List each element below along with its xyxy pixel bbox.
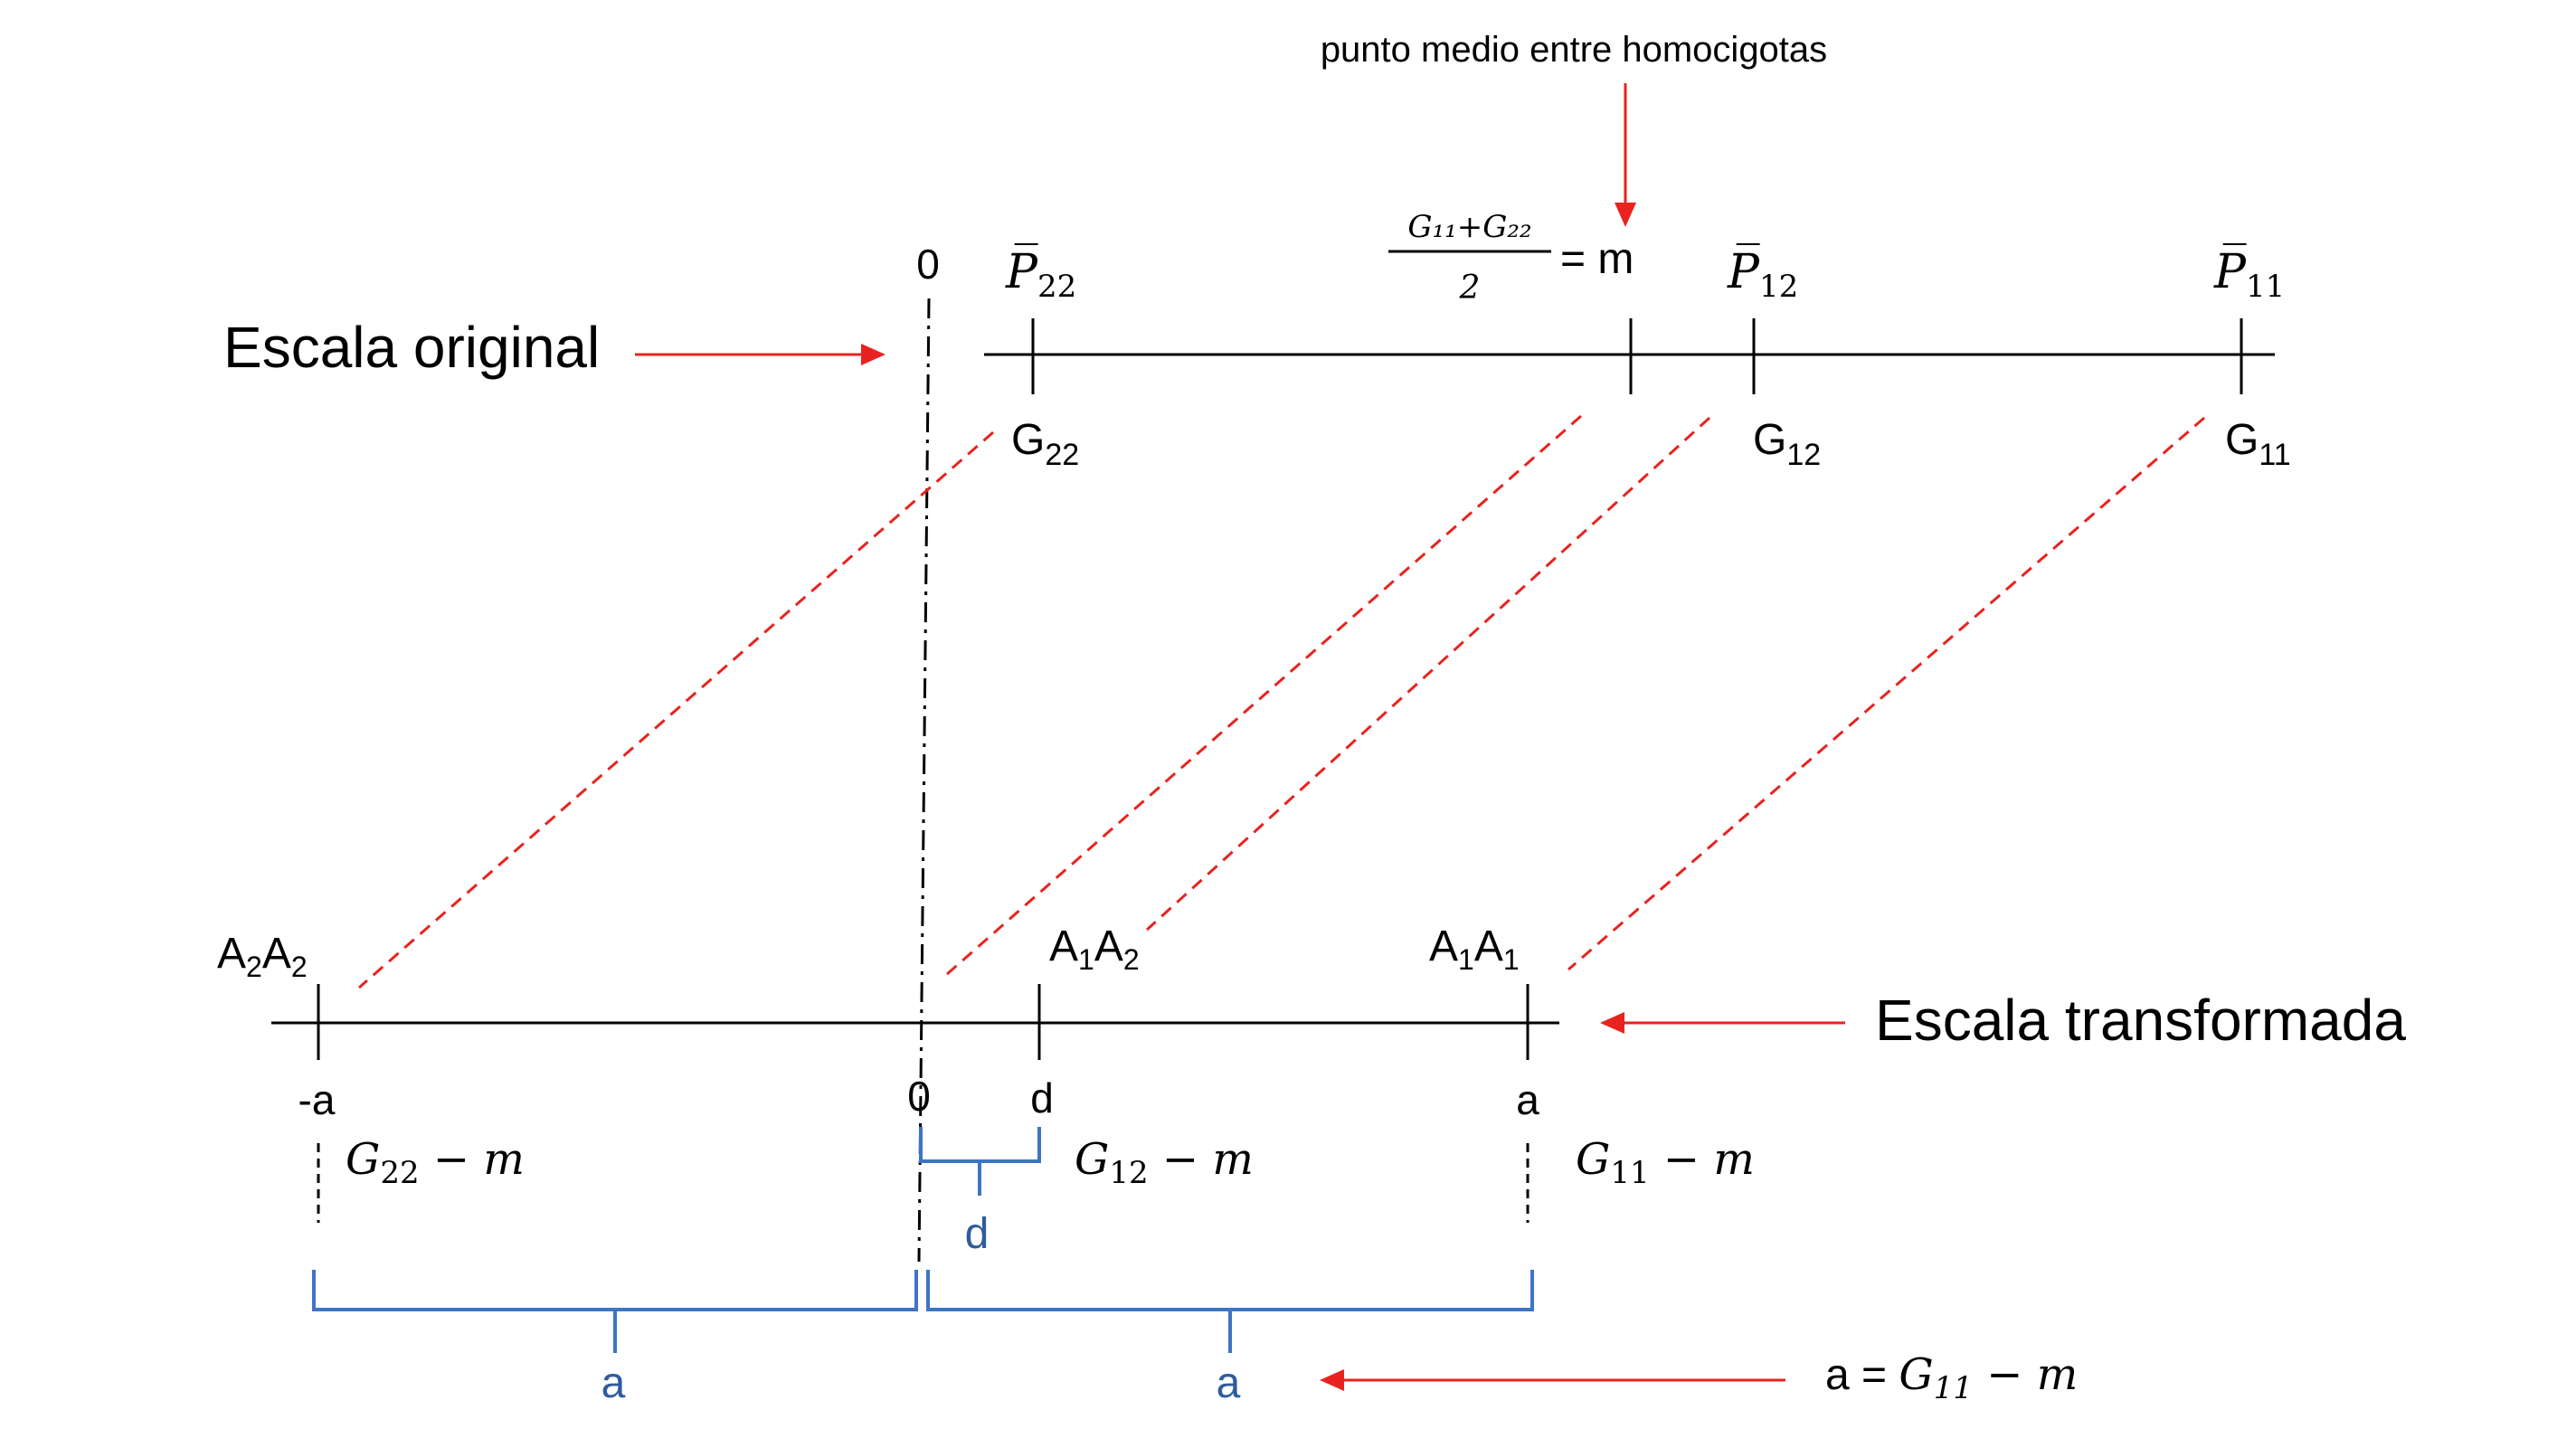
genotype-a2a2-label: A2A2 (217, 930, 308, 983)
m-formula-equals: = m (1560, 235, 1634, 283)
mapping-line-g11 (1567, 416, 2205, 971)
midpoint-label: punto medio entre homocigotas (1321, 30, 1827, 70)
p12-label: P̅12 (1727, 242, 1798, 305)
d-bracket-label: d (965, 1210, 990, 1258)
mapping-line-m (945, 414, 1582, 977)
p11-label: P̅11 (2213, 242, 2285, 305)
transformed-scale-title: Escala transformada (1875, 988, 2406, 1053)
a-definition: a = G11 − m (1825, 1349, 2078, 1406)
a-bracket-left (312, 1270, 918, 1353)
value-a: a (1516, 1076, 1539, 1123)
mapping-line-g12 (1145, 416, 1711, 932)
mapping-line-g22 (358, 430, 994, 989)
p22-label: P̅22 (1005, 242, 1076, 305)
value-zero: 0 (907, 1073, 931, 1120)
original-zero-label: 0 (916, 241, 940, 288)
a-bracket-right (926, 1270, 1534, 1353)
g22-label: G22 (1011, 416, 1079, 472)
diff-g22-m: G22 − m (346, 1134, 525, 1191)
m-formula: G₁₁+G₂₂ 2 = m (1388, 209, 1634, 307)
m-formula-denominator: 2 (1459, 270, 1481, 307)
a-bracket-right-label: a (1217, 1359, 1241, 1407)
g11-label: G11 (2225, 416, 2291, 472)
original-scale-title: Escala original (223, 315, 600, 380)
genotype-a1a2-label: A1A2 (1049, 922, 1140, 976)
g12-label: G12 (1753, 416, 1821, 472)
diff-g11-m: G11 − m (1576, 1134, 1755, 1191)
d-bracket (919, 1127, 1041, 1196)
m-formula-numerator: G₁₁+G₂₂ (1407, 209, 1531, 245)
a-bracket-left-label: a (601, 1359, 626, 1407)
diff-g12-m: G12 − m (1075, 1134, 1254, 1191)
value-neg-a: -a (298, 1076, 336, 1123)
value-d: d (1030, 1074, 1054, 1121)
genotype-a1a1-label: A1A1 (1429, 922, 1520, 976)
zero-reference-line (917, 298, 931, 1263)
